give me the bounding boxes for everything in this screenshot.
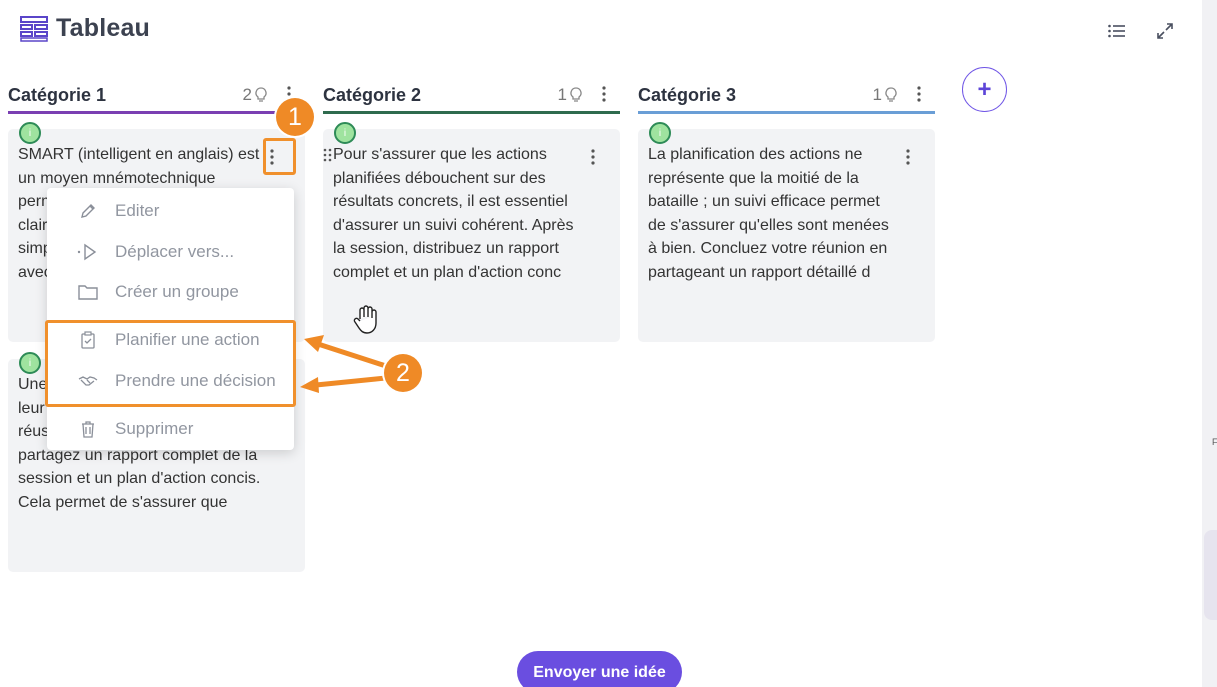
idea-text: Pour s'assurer que les actions planifiée… — [333, 146, 574, 281]
avatar: i — [19, 122, 41, 144]
menu-item-plan-action[interactable]: Planifier une action — [47, 320, 294, 360]
handshake-icon — [77, 370, 99, 392]
side-panel-edge: F — [1202, 0, 1217, 687]
menu-item-label: Déplacer vers... — [115, 242, 235, 261]
menu-item-label: Supprimer — [115, 419, 194, 438]
card-context-menu: Editer Déplacer vers... Créer un groupe … — [47, 188, 294, 450]
menu-item-label: Prendre une décision — [115, 371, 276, 390]
idea-count: 2 — [243, 85, 267, 105]
column-menu-button[interactable] — [596, 86, 612, 104]
hand-cursor-icon — [353, 305, 377, 334]
idea-card[interactable]: i La planification des actions ne représ… — [638, 122, 935, 342]
column-color-bar — [323, 111, 620, 114]
menu-item-make-decision[interactable]: Prendre une décision — [47, 361, 294, 401]
idea-count-value: 1 — [557, 85, 567, 104]
side-panel-mark: F — [1212, 437, 1217, 447]
menu-item-label: Planifier une action — [115, 330, 260, 349]
highlight-box-step-2 — [45, 320, 296, 407]
menu-item-label: Créer un groupe — [115, 282, 239, 301]
kebab-icon — [270, 149, 274, 165]
menu-item-create-group[interactable]: Créer un groupe — [47, 272, 294, 312]
lightbulb-icon — [570, 87, 582, 102]
avatar: i — [334, 122, 356, 144]
lightbulb-icon — [885, 87, 897, 102]
page-title: Tableau — [56, 14, 151, 42]
column-header-2: Catégorie 2 1 — [323, 76, 620, 114]
column-title: Catégorie 1 — [8, 84, 107, 105]
avatar: i — [19, 352, 41, 374]
fullscreen-button[interactable] — [1153, 20, 1177, 42]
highlight-box-step-1 — [263, 138, 296, 175]
clipboard-icon — [77, 329, 99, 351]
step-badge-2: 2 — [384, 354, 422, 392]
column-menu-button[interactable] — [911, 86, 927, 104]
kebab-icon — [602, 86, 606, 102]
send-idea-button[interactable]: Envoyer une idée — [517, 651, 682, 687]
column-header-1: Catégorie 1 2 — [8, 76, 305, 114]
kebab-icon — [906, 149, 910, 165]
idea-count-value: 2 — [242, 85, 252, 104]
side-panel-decoration — [1204, 530, 1217, 620]
board-header: Tableau — [20, 14, 150, 43]
idea-count: 1 — [873, 85, 897, 105]
menu-item-label: Editer — [115, 201, 160, 220]
column-color-bar — [8, 111, 305, 114]
avatar: i — [649, 122, 671, 144]
idea-card[interactable]: i Pour s'assurer que les actions planifi… — [323, 122, 620, 342]
card-menu-button[interactable] — [900, 149, 916, 167]
folder-icon — [77, 281, 99, 303]
column-title: Catégorie 2 — [323, 84, 422, 105]
list-icon — [1108, 24, 1125, 38]
lightbulb-icon — [255, 87, 267, 102]
idea-count-value: 1 — [872, 85, 882, 104]
drag-handle-icon[interactable] — [323, 148, 332, 162]
column-title: Catégorie 3 — [638, 84, 737, 105]
pencil-icon — [77, 200, 99, 222]
trash-icon — [77, 418, 99, 440]
menu-item-edit[interactable]: Editer — [47, 191, 294, 231]
column-header-3: Catégorie 3 1 — [638, 76, 935, 114]
expand-icon — [1157, 23, 1173, 39]
kebab-icon — [917, 86, 921, 102]
card-menu-button[interactable] — [270, 149, 274, 170]
list-view-button[interactable] — [1105, 20, 1129, 42]
kebab-icon — [591, 149, 595, 165]
menu-item-delete[interactable]: Supprimer — [47, 409, 294, 449]
idea-text: La planification des actions ne représen… — [648, 146, 889, 281]
move-icon — [77, 241, 99, 263]
add-column-button[interactable]: + — [962, 67, 1007, 112]
menu-item-move[interactable]: Déplacer vers... — [47, 232, 294, 272]
card-menu-button[interactable] — [585, 149, 601, 167]
table-icon — [20, 15, 48, 42]
idea-count: 1 — [558, 85, 582, 105]
step-badge-1: 1 — [276, 98, 314, 136]
column-color-bar — [638, 111, 935, 114]
